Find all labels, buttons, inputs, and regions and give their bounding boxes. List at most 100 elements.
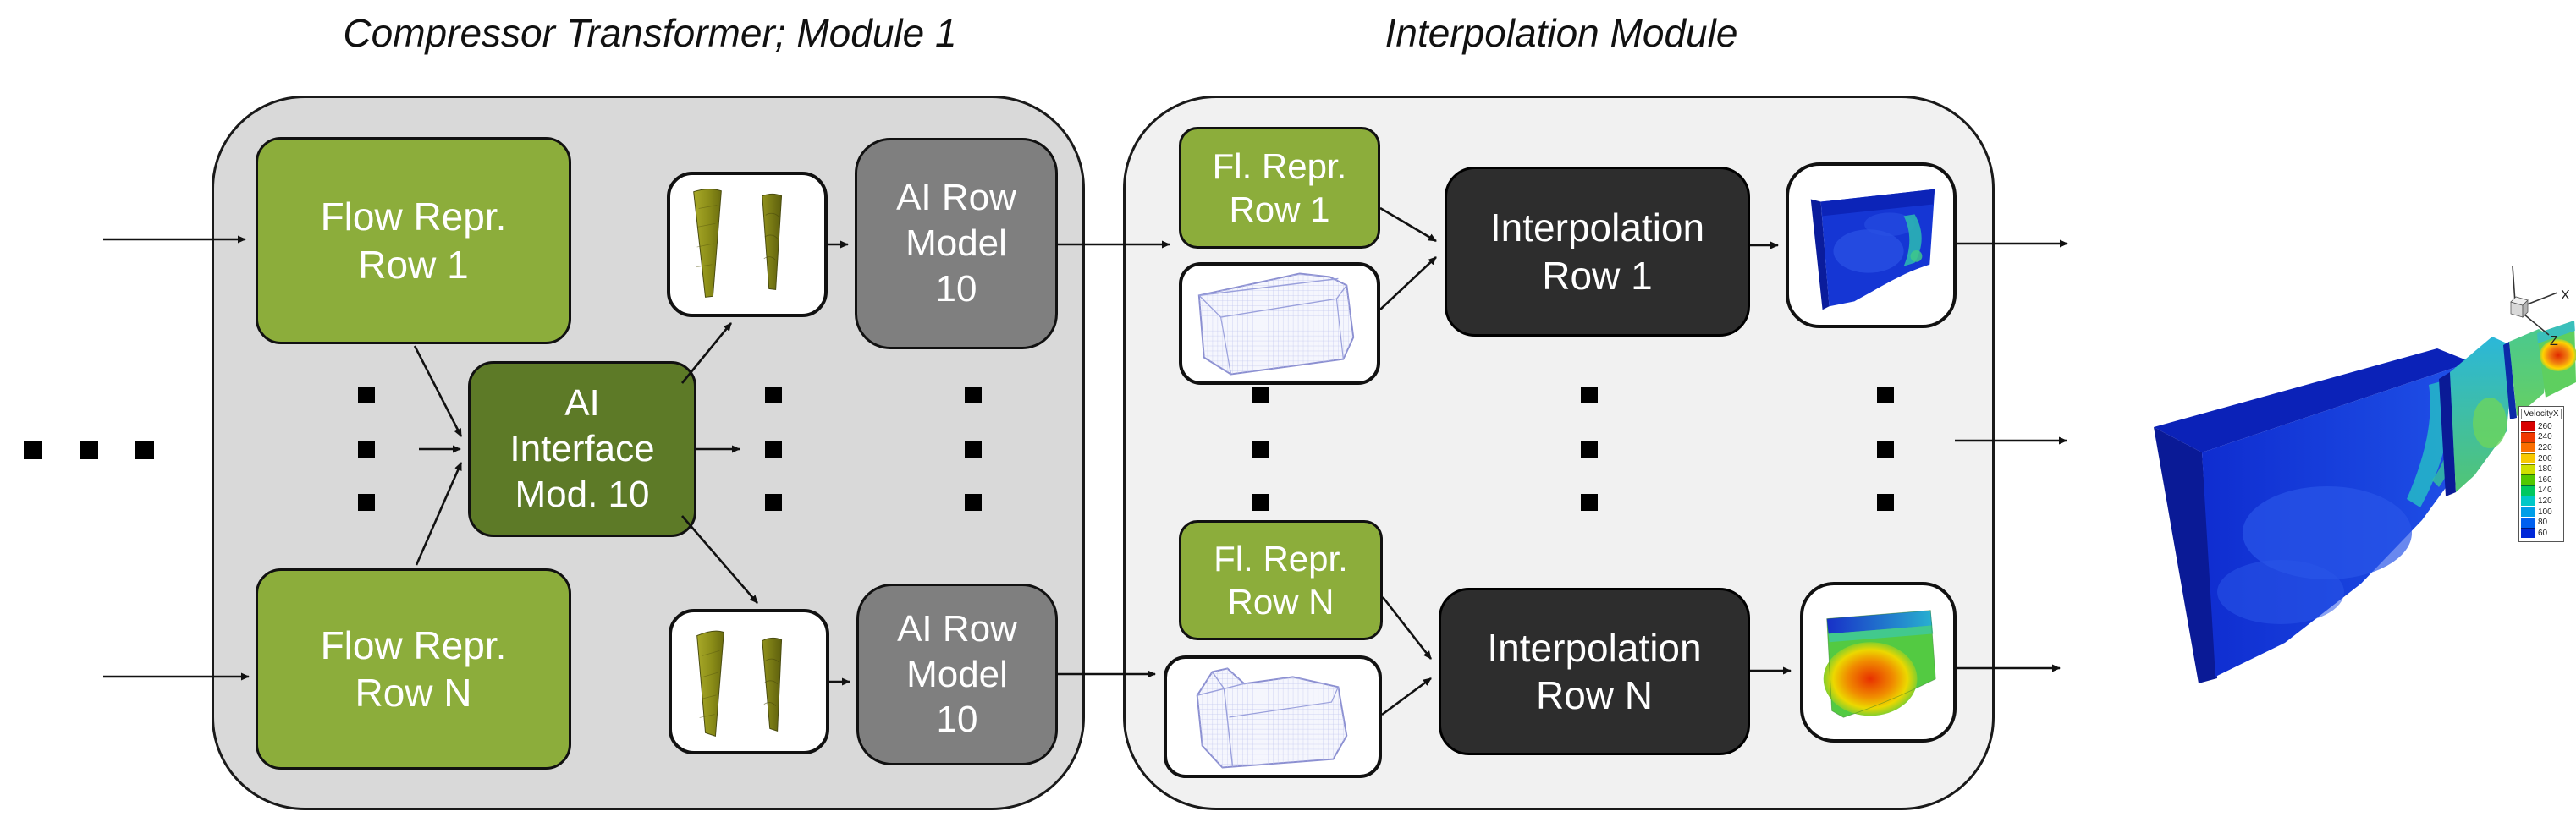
result-thumb-row1-box bbox=[1786, 162, 1957, 328]
module2-title: Interpolation Module bbox=[1384, 11, 1738, 55]
flow-repr-row1-line1: Flow Repr. bbox=[320, 195, 507, 239]
mesh-thumb-row1-box bbox=[1179, 262, 1380, 385]
legend-tick-label: 100 bbox=[2538, 507, 2552, 517]
ai-interface-line3: Mod. 10 bbox=[515, 473, 650, 515]
interpolation-row1-line1: Interpolation bbox=[1489, 206, 1705, 250]
ellipsis-dot bbox=[1252, 441, 1269, 458]
ellipsis-dot bbox=[1581, 494, 1598, 511]
legend-row: 200 bbox=[2521, 453, 2562, 464]
blade-pair-image-bottom bbox=[696, 630, 783, 737]
interpolation-rowN-line2: Row N bbox=[1535, 673, 1654, 717]
ai-row-model-bottom-line2: Model bbox=[906, 653, 1008, 695]
legend-row: 180 bbox=[2521, 463, 2562, 474]
flow-result-image-bottom bbox=[1823, 610, 1936, 718]
ai-row-model-top-line3: 10 bbox=[935, 267, 977, 310]
mesh-blade-image-top bbox=[1197, 272, 1355, 376]
fl-repr-row1-line2: Row 1 bbox=[1229, 189, 1330, 229]
legend-row: 120 bbox=[2521, 496, 2562, 507]
ellipsis-dot bbox=[965, 494, 982, 511]
legend-swatch bbox=[2521, 517, 2535, 528]
ellipsis-dot bbox=[765, 387, 782, 403]
legend-tick-label: 160 bbox=[2538, 474, 2552, 485]
ai-row-model-bottom-line1: AI Row bbox=[897, 607, 1017, 650]
result-thumb-rowN-box bbox=[1800, 582, 1957, 743]
fl-repr-row1-box: Fl. Repr. Row 1 bbox=[1179, 127, 1380, 249]
cfd-block3-face bbox=[2509, 329, 2549, 416]
fl-repr-row1-line1: Fl. Repr. bbox=[1212, 145, 1347, 186]
ellipsis-dot bbox=[358, 441, 375, 458]
interpolation-rowN-box: Interpolation Row N bbox=[1439, 588, 1750, 755]
ai-interface-line2: Interface bbox=[509, 428, 655, 470]
cfd-block1-sideface bbox=[2154, 427, 2217, 683]
mesh-thumb-rowN-box bbox=[1164, 655, 1382, 778]
ellipsis-dot bbox=[135, 441, 154, 459]
legend-swatch bbox=[2521, 453, 2535, 464]
axis-triad-cube bbox=[2510, 296, 2529, 318]
interpolation-row1-box: Interpolation Row 1 bbox=[1445, 167, 1750, 337]
axis-triad bbox=[2512, 265, 2558, 336]
ellipsis-dot bbox=[765, 441, 782, 458]
ellipsis-dot bbox=[965, 387, 982, 403]
legend-swatch bbox=[2521, 496, 2535, 507]
flow-repr-rowN-box: Flow Repr. Row N bbox=[256, 568, 571, 770]
legend-swatch bbox=[2521, 442, 2535, 453]
ellipsis-dot bbox=[1581, 387, 1598, 403]
legend-tick-label: 220 bbox=[2538, 442, 2552, 452]
legend-row: 260 bbox=[2521, 421, 2562, 432]
legend-tick-label: 260 bbox=[2538, 421, 2552, 431]
ellipsis-dot bbox=[1877, 387, 1894, 403]
ai-row-model-top-line1: AI Row bbox=[896, 177, 1016, 219]
ellipsis-dot bbox=[80, 441, 98, 459]
interpolation-rowN-line1: Interpolation bbox=[1487, 625, 1702, 670]
geometry-thumb-row1-box bbox=[667, 172, 828, 317]
axis-label-x: X bbox=[2561, 288, 2570, 303]
flow-repr-row1-box: Flow Repr. Row 1 bbox=[256, 137, 571, 344]
geometry-thumb-rowN-box bbox=[669, 609, 829, 754]
blade-pair-image-top bbox=[693, 189, 783, 298]
legend-tick-label: 200 bbox=[2538, 453, 2552, 463]
flow-result-image-top bbox=[1810, 189, 1935, 310]
ai-row-model-bottom-box: AI Row Model 10 bbox=[856, 584, 1058, 765]
legend-row: 80 bbox=[2521, 517, 2562, 528]
compressor-cfd-visualization: X Z bbox=[2154, 265, 2576, 683]
legend-swatch bbox=[2521, 507, 2535, 518]
ai-interface-line1: AI bbox=[564, 382, 600, 425]
ellipsis-dot bbox=[1252, 387, 1269, 403]
ellipsis-dot bbox=[1581, 441, 1598, 458]
axis-label-z: Z bbox=[2550, 334, 2558, 348]
legend-swatch bbox=[2521, 431, 2535, 442]
cfd-block1-topface bbox=[2154, 348, 2471, 452]
ellipsis-dot bbox=[1877, 494, 1894, 511]
legend-row: 220 bbox=[2521, 442, 2562, 453]
ellipsis-dot bbox=[965, 441, 982, 458]
velocity-legend-title: VelocityX bbox=[2521, 409, 2562, 419]
legend-swatch bbox=[2521, 485, 2535, 496]
fl-repr-rowN-box: Fl. Repr. Row N bbox=[1179, 520, 1383, 640]
ai-row-model-top-box: AI Row Model 10 bbox=[855, 138, 1058, 349]
ellipsis-dot bbox=[358, 494, 375, 511]
ai-interface-box: AI Interface Mod. 10 bbox=[468, 361, 696, 537]
legend-row: 160 bbox=[2521, 474, 2562, 485]
legend-tick-label: 240 bbox=[2538, 432, 2552, 442]
legend-tick-label: 140 bbox=[2538, 485, 2552, 496]
mesh-blade-image-bottom bbox=[1196, 667, 1348, 769]
ai-row-model-top-line2: Model bbox=[905, 222, 1007, 265]
legend-tick-label: 80 bbox=[2538, 518, 2548, 528]
legend-row: 60 bbox=[2521, 528, 2562, 539]
legend-row: 100 bbox=[2521, 507, 2562, 518]
legend-tick-label: 120 bbox=[2538, 496, 2552, 506]
legend-swatch bbox=[2521, 528, 2535, 539]
module1-title: Compressor Transformer; Module 1 bbox=[343, 11, 957, 55]
legend-swatch bbox=[2521, 463, 2535, 474]
legend-row: 140 bbox=[2521, 485, 2562, 496]
ellipsis-dot bbox=[765, 494, 782, 511]
fl-repr-rowN-line1: Fl. Repr. bbox=[1214, 538, 1348, 579]
ellipsis-dot bbox=[358, 387, 375, 403]
legend-swatch bbox=[2521, 421, 2535, 432]
ellipsis-dot bbox=[24, 441, 42, 459]
flow-repr-rowN-line1: Flow Repr. bbox=[320, 622, 507, 667]
flow-repr-rowN-line2: Row N bbox=[355, 671, 472, 715]
